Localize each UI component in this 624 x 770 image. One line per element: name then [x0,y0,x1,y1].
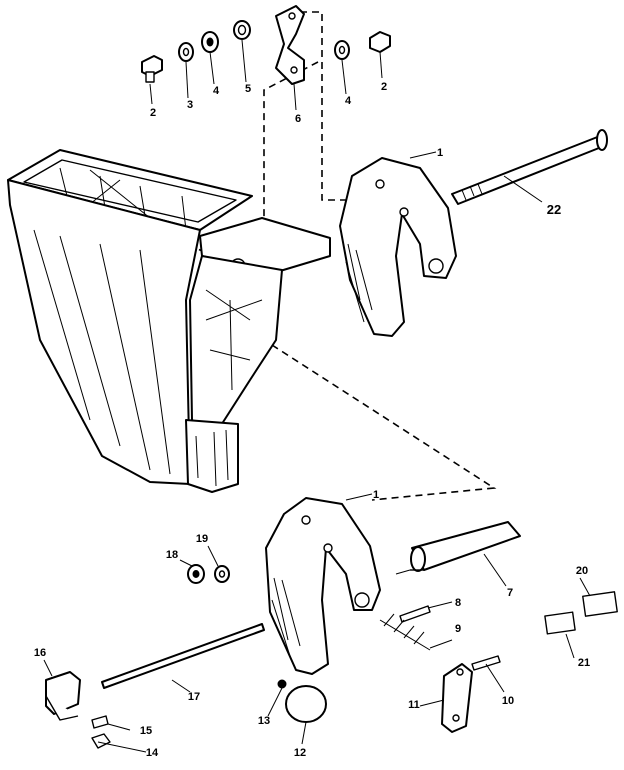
callout-20: 20 [576,565,588,577]
callout-1-upper: 1 [437,147,443,159]
leader-lines [43,39,591,753]
callout-8: 8 [455,597,461,609]
callout-14: 14 [146,747,159,759]
callout-2-right: 2 [381,81,387,93]
callout-22: 22 [547,202,561,217]
bottom-right-hardware [277,591,618,733]
callout-17: 17 [188,691,200,703]
top-hardware [141,5,391,85]
callout-9: 9 [455,623,461,635]
callout-13: 13 [258,715,270,727]
lower-clamp-bracket [265,497,381,675]
callout-1-lower: 1 [373,489,379,501]
callout-12: 12 [294,747,306,759]
callout-2-left: 2 [150,107,156,119]
lower-hardware [379,521,521,651]
lower-left-hardware [45,564,265,749]
callout-3: 3 [187,99,193,111]
callout-4-left: 4 [213,85,220,97]
callout-11: 11 [408,699,420,711]
callout-6: 6 [295,113,301,125]
callout-4-right: 4 [345,95,352,107]
upper-clamp-bracket [339,157,457,337]
exhaust-housing [7,149,331,493]
callout-7: 7 [507,587,513,599]
callout-15: 15 [140,725,152,737]
through-bolt-22 [451,129,608,205]
callout-21: 21 [578,657,590,669]
callout-labels: 2 3 4 5 6 4 2 1 22 1 7 8 9 10 11 12 13 1… [34,81,590,759]
callout-5: 5 [245,83,251,95]
callout-18: 18 [166,549,178,561]
callout-19: 19 [196,533,208,545]
callout-16: 16 [34,647,46,659]
callout-10: 10 [502,695,514,707]
